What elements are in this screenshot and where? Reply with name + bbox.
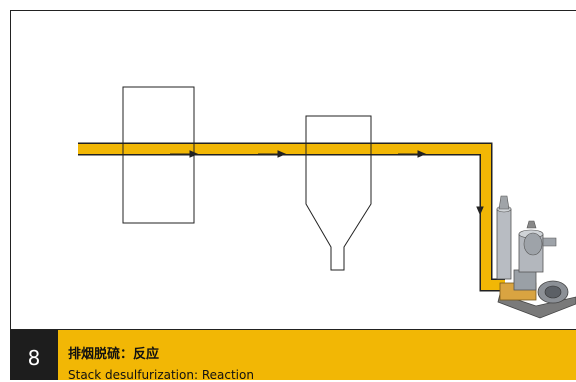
- flow-arrow-icon: [170, 150, 199, 158]
- cyclone-hopper: [305, 115, 372, 271]
- stack-fan-unit: [496, 195, 576, 319]
- flow-arrow-down-icon: [476, 190, 484, 216]
- flow-arrow-icon: [398, 150, 427, 158]
- process-diagram: [78, 86, 576, 319]
- slide-number: 8: [10, 330, 58, 380]
- caption-title-en: Stack desulfurization: Reaction: [68, 368, 254, 382]
- caption-title-zh: 排烟脱硫：反应: [68, 347, 160, 362]
- flow-arrow-icon: [258, 150, 287, 158]
- caption-bar: 8 排烟脱硫：反应 Stack desulfurization: Reactio…: [0, 330, 576, 382]
- flue-gas-duct: [78, 142, 505, 292]
- caption-panel: 排烟脱硫：反应 Stack desulfurization: Reaction: [58, 330, 576, 382]
- flue-gas-duct-fill: [78, 144, 505, 290]
